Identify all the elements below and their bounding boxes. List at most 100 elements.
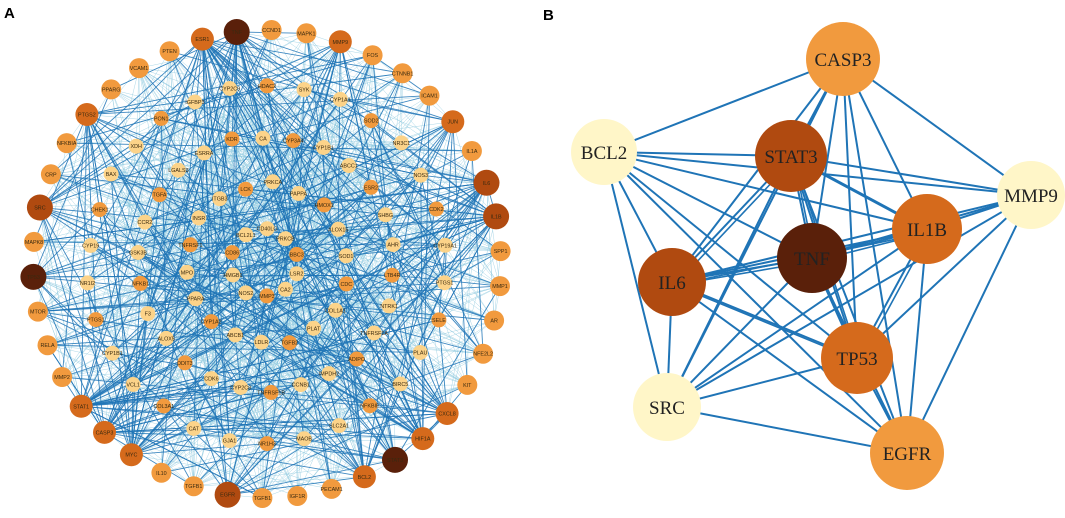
network-edge: [193, 405, 370, 429]
node-circle: [277, 231, 293, 247]
network-node-slc2a1: SLC2A1: [329, 418, 349, 434]
node-label: TNFRSF1A: [360, 331, 388, 337]
node-circle: [261, 20, 282, 40]
network-edge: [86, 114, 445, 284]
node-circle: [316, 140, 331, 155]
network-node-cd86: CD86: [224, 245, 240, 261]
node-circle: [92, 202, 108, 218]
node-label: SPP1: [494, 249, 508, 255]
node-label: CA2: [280, 287, 291, 293]
network-node-maob: MAOB: [296, 431, 312, 447]
network-edge: [270, 275, 393, 393]
network-edge: [245, 188, 501, 287]
network-node-nr1i2: NR1I2: [80, 275, 95, 291]
node-label: BCL2: [581, 143, 627, 164]
network-edge: [39, 207, 212, 322]
node-circle: [341, 158, 357, 174]
network-edge: [81, 405, 340, 427]
network-node-spp1: SPP1: [490, 241, 511, 262]
network-edge: [193, 305, 390, 487]
network-edge: [201, 39, 221, 199]
network-edge: [90, 245, 448, 414]
network-edge: [80, 114, 88, 407]
network-edge: [452, 121, 501, 287]
network-node-cyp3a4: CYP3A4: [283, 133, 304, 149]
node-label: CD40LG: [257, 227, 278, 233]
node-circle: [392, 63, 413, 84]
network-edge: [270, 285, 501, 393]
node-circle: [224, 131, 240, 147]
node-circle: [190, 27, 214, 51]
network-edge: [61, 217, 199, 378]
node-circle: [80, 275, 95, 291]
network-node-rela: RELA: [37, 335, 58, 356]
node-circle: [419, 85, 440, 106]
node-circle: [40, 164, 61, 185]
node-circle: [238, 181, 254, 197]
node-label: DDIT3: [177, 361, 193, 367]
network-edge: [160, 118, 167, 339]
node-label: TNF: [231, 30, 242, 36]
node-label: CYP1A1: [330, 97, 351, 103]
network-node-stat3: STAT3: [382, 446, 408, 473]
network-edge: [303, 319, 440, 439]
network-edge: [50, 174, 220, 199]
network-edge: [261, 73, 404, 499]
network-edge: [338, 228, 501, 287]
network-edge: [842, 58, 908, 454]
network-edge: [186, 244, 446, 273]
node-circle: [289, 246, 305, 262]
network-edge: [137, 252, 286, 290]
network-node-mmp2: MMP2: [52, 367, 73, 387]
network-node-bcl2l1: BCL2L1: [236, 227, 256, 243]
network-node-abcb1: ABCB1: [226, 327, 244, 343]
network-node-cyp1a2: CYP1A2: [201, 314, 222, 330]
node-label: XDH: [131, 144, 142, 150]
network-edge: [80, 118, 162, 407]
node-circle: [203, 371, 219, 387]
node-label: TGFB1: [185, 484, 202, 490]
node-label: RELA: [40, 343, 54, 349]
network-edge: [81, 387, 241, 407]
node-label: ESRRA: [195, 151, 214, 157]
network-edge: [39, 101, 196, 208]
node-label: NR3C1: [393, 141, 411, 147]
network-edge: [163, 405, 228, 495]
network-node-pappa: PAPPA: [290, 186, 307, 201]
network-node-impdh2: IMPDH2: [319, 366, 339, 382]
network-edge: [136, 145, 273, 183]
network-node-alox15: ALOX15: [328, 221, 348, 237]
node-label: IL6: [483, 181, 491, 187]
node-label: EGFR: [220, 493, 235, 499]
network-edge: [193, 189, 246, 429]
network-node-ccnd1: CCND1: [261, 20, 282, 40]
network-node-cyp2c8: CYP2C8: [230, 380, 251, 395]
node-label: NFKBIA: [57, 141, 77, 147]
node-circle: [321, 366, 337, 382]
network-node-cyp1b1: CYP1B1: [102, 345, 123, 361]
node-label: ICAM1: [421, 94, 437, 100]
network-edge: [178, 169, 487, 184]
network-edge: [104, 413, 448, 433]
node-label: PTGS1: [87, 318, 105, 324]
network-edge: [50, 173, 495, 321]
network-edge: [186, 228, 339, 273]
network-edge: [112, 352, 365, 478]
node-circle: [571, 119, 637, 185]
node-circle: [362, 45, 383, 66]
node-circle: [225, 267, 241, 283]
node-circle: [119, 443, 143, 467]
node-circle: [223, 19, 250, 45]
network-edge: [33, 209, 101, 278]
network-edge: [232, 252, 401, 385]
node-label: CYP2C8: [230, 386, 251, 392]
network-node-alox5: ALOX5: [158, 330, 175, 346]
node-circle: [461, 141, 482, 161]
network-edge: [90, 41, 341, 246]
node-circle: [159, 41, 180, 62]
network-edge: [236, 31, 371, 406]
network-edge: [33, 208, 437, 278]
node-circle: [170, 162, 186, 178]
network-edge: [130, 384, 134, 455]
node-circle: [187, 94, 203, 110]
